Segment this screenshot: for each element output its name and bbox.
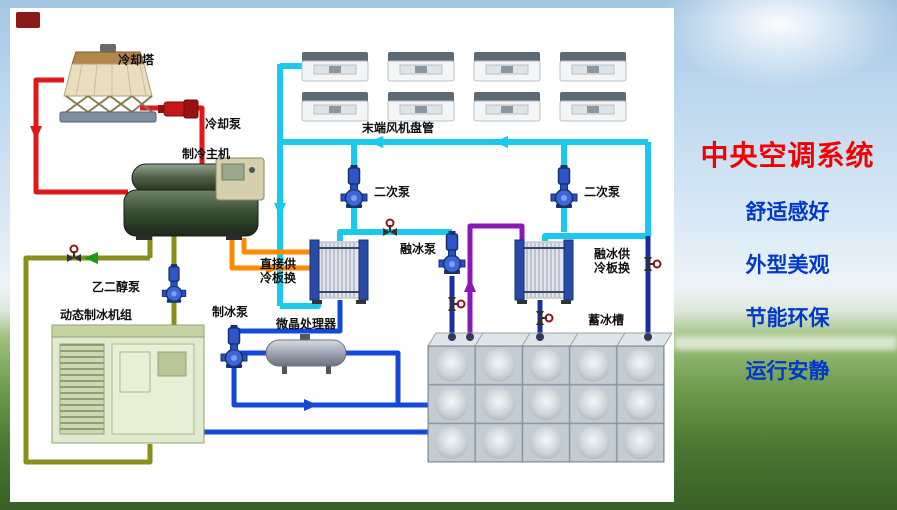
- sidebar-title: 中央空调系统: [700, 140, 875, 171]
- fan-coil-unit: [387, 92, 455, 122]
- fan-coil-unit: [387, 52, 455, 82]
- direct-hx-graphic: [309, 239, 369, 304]
- label-crystal-processor: 微晶处理器: [276, 317, 337, 331]
- fan-coil-unit: [559, 52, 627, 82]
- ice-storage-tank-graphic: [427, 332, 673, 463]
- pipes-hot-supply: [229, 238, 310, 271]
- glycol-pump-graphic: [161, 263, 187, 304]
- label-ice-pump: 制冰泵: [212, 305, 249, 319]
- label-chiller: 制冷主机: [182, 147, 231, 161]
- corner-mark: [16, 12, 40, 28]
- feature-comfort: 舒适感好: [745, 201, 830, 224]
- label-ice-tank: 蓄冰槽: [588, 313, 625, 327]
- fan-coil-unit: [473, 52, 541, 82]
- flow-arrow-left-green: [84, 252, 98, 264]
- flow-arrow-right-orange: [266, 262, 280, 274]
- label-melt-hx: 融冰供冷板换: [593, 247, 630, 275]
- feature-appearance: 外型美观: [745, 254, 830, 277]
- sidebar: 中央空调系统 舒适感好 外型美观 节能环保 运行安静: [678, 134, 897, 408]
- flow-arrow-right-blue: [304, 399, 318, 411]
- melt-pump-graphic: [438, 230, 466, 275]
- secondary-pump-1-graphic: [340, 164, 368, 209]
- fan-coil-unit: [559, 92, 627, 122]
- fan-coil-units: [301, 52, 627, 122]
- label-ice-maker: 动态制冰机组: [60, 308, 133, 322]
- label-secondary-pump-2: 二次泵: [584, 185, 621, 199]
- fan-coil-unit: [301, 92, 369, 122]
- label-melt-pump: 融冰泵: [400, 242, 437, 256]
- crystal-processor-graphic: [265, 334, 347, 374]
- flow-arrow-down-red: [30, 126, 42, 140]
- label-secondary-pump-1: 二次泵: [374, 185, 411, 199]
- chiller-graphic: [123, 157, 265, 240]
- pipes-storage-purple: [467, 223, 525, 334]
- flow-arrow-left-cyan-2: [494, 136, 508, 148]
- feature-quiet-operation: 运行安静: [745, 360, 830, 383]
- cooling-tower-graphic: [59, 44, 157, 123]
- cooling-pump-graphic: [158, 99, 199, 119]
- cloud-decoration: [660, 0, 897, 90]
- flow-arrow-down-cyan: [274, 203, 286, 217]
- ice-maker-graphic: [51, 324, 205, 444]
- fan-coil-unit: [473, 92, 541, 122]
- label-cooling-tower: 冷却塔: [118, 53, 155, 67]
- flow-arrow-up-purple: [464, 278, 476, 292]
- melt-hx-graphic: [514, 239, 574, 304]
- label-cooling-pump: 冷却泵: [205, 117, 242, 131]
- label-fan-coil: 末端风机盘管: [362, 121, 435, 135]
- horizon-glare: [674, 336, 897, 350]
- feature-energy-saving: 节能环保: [745, 307, 830, 330]
- label-glycol-pump: 乙二醇泵: [92, 280, 141, 294]
- fan-coil-unit: [301, 52, 369, 82]
- flow-arrow-left-cyan-1: [369, 136, 383, 148]
- secondary-pump-2-graphic: [550, 164, 578, 209]
- label-direct-hx: 直接供冷板换: [259, 257, 296, 285]
